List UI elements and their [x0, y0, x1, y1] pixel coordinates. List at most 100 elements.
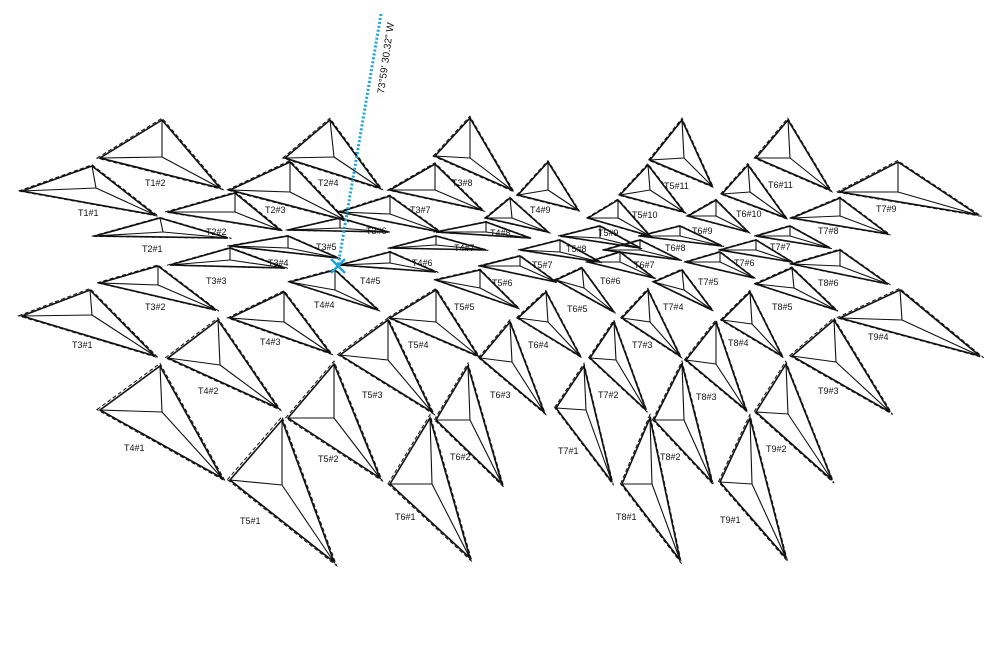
- panel-triangle: [435, 221, 531, 239]
- panel-fold-line: [901, 319, 981, 357]
- panel-triangle: [585, 251, 655, 279]
- panel-outline: [284, 360, 384, 483]
- panel-fold-line: [621, 317, 651, 323]
- panel-triangle: [388, 416, 472, 561]
- panel-t3-6: T3#6: [335, 194, 443, 236]
- panel-fold-line: [547, 189, 579, 211]
- panel-triangle: [554, 266, 615, 313]
- panel-fold-line: [755, 283, 795, 289]
- panel-label: T5#5: [454, 302, 475, 312]
- panel-triangle: [286, 362, 382, 481]
- panel-triangle: [719, 415, 787, 559]
- panel-triangle: [719, 239, 793, 263]
- panel-fold-line: [685, 359, 717, 365]
- panel-triangle: [336, 195, 441, 233]
- panel-fold-line: [511, 217, 549, 233]
- panel-triangle: [753, 267, 837, 311]
- panel-fold-line: [284, 156, 335, 159]
- panel-outline: [164, 317, 283, 412]
- panel-t5-10: T5#10: [617, 162, 687, 220]
- panel-t5-2: T5#2: [284, 360, 384, 483]
- panel-triangle: [227, 161, 348, 222]
- panel-fold-line: [681, 363, 685, 421]
- panel-fold-line: [749, 291, 753, 325]
- panel-outline: [433, 361, 505, 489]
- panel-t6-5: T6#5: [553, 266, 616, 314]
- panel-fold-line: [599, 237, 641, 249]
- panel-triangle: [388, 288, 481, 358]
- panel-label: T6#5: [567, 304, 588, 314]
- panel-triangle: [586, 198, 653, 238]
- panel-fold-line: [715, 363, 747, 411]
- panel-t6-7: T6#7: [601, 238, 683, 270]
- panel-label: T7#2: [598, 390, 619, 400]
- panel-label: T5#1: [240, 516, 261, 526]
- panel-triangle: [229, 235, 339, 259]
- panel-label: T9#4: [868, 332, 889, 342]
- panel-t7-6: T7#6: [718, 238, 795, 268]
- panel-fold-line: [169, 259, 231, 266]
- panel-t3-8: T3#8: [432, 115, 516, 193]
- panel-fold-line: [719, 261, 755, 279]
- panel-fold-line: [899, 289, 903, 321]
- panel-fold-line: [517, 317, 549, 323]
- panel-fold-line: [485, 231, 531, 239]
- panel-fold-line: [583, 365, 587, 411]
- panel-fold-line: [287, 227, 341, 231]
- panel-label: T5#9: [598, 228, 619, 238]
- panel-outline: [17, 287, 159, 359]
- panel-fold-line: [581, 267, 585, 289]
- panel-triangle: [588, 320, 647, 411]
- panel-t7-1: T7#1: [553, 362, 614, 486]
- panel-fold-line: [389, 317, 437, 323]
- panel-triangle: [434, 363, 504, 487]
- panel-outline: [96, 362, 227, 483]
- panel-fold-line: [91, 165, 97, 189]
- panel-t5-4: T5#4: [386, 287, 482, 359]
- panel-fold-line: [509, 321, 513, 363]
- bearing-label: 73°59' 30.32" W: [376, 21, 397, 94]
- panel-triangle: [791, 249, 889, 285]
- panel-label: T9#2: [766, 444, 787, 454]
- panel-t2-4: T2#4: [281, 117, 384, 191]
- panel-label: T6#10: [736, 209, 762, 219]
- panel-fold-line: [791, 263, 841, 267]
- panel-fold-line: [751, 483, 787, 559]
- panel-triangle: [96, 265, 217, 311]
- panel-label: T6#7: [634, 260, 655, 270]
- panel-label: T7#8: [818, 226, 839, 236]
- panel-triangle: [620, 288, 682, 359]
- panel-fold-line: [287, 247, 339, 259]
- panel-t9-4: T9#4: [835, 287, 985, 359]
- panel-fold-line: [469, 419, 503, 485]
- panel-fold-line: [157, 284, 217, 311]
- panel-label: T5#6: [492, 278, 513, 288]
- panel-triangle: [621, 415, 681, 561]
- panel-fold-line: [161, 411, 223, 479]
- panel-fold-line: [791, 267, 795, 289]
- panel-fold-line: [647, 164, 651, 191]
- panel-fold-line: [229, 317, 285, 323]
- panel-label: T3#4: [268, 258, 289, 268]
- panel-fold-line: [217, 319, 221, 366]
- panel-triangle: [228, 418, 336, 565]
- panel-fold-line: [431, 483, 471, 559]
- panel-triangle: [287, 269, 379, 311]
- panel-t4-5: T4#5: [337, 250, 439, 286]
- panel-fold-line: [99, 156, 163, 159]
- panel-triangle: [478, 320, 546, 415]
- panel-t4-4: T4#4: [286, 268, 381, 312]
- panel-outline: [432, 115, 516, 193]
- panel-fold-line: [21, 187, 97, 192]
- panel-fold-line: [585, 409, 613, 483]
- panel-t7-5: T7#5: [682, 250, 757, 287]
- panel-label: T2#2: [206, 227, 227, 237]
- panel-label: T2#1: [142, 244, 163, 254]
- panel-fold-line: [429, 417, 433, 485]
- panel-fold-line: [839, 265, 889, 285]
- panel-triangle: [790, 318, 891, 413]
- panel-label: T7#5: [698, 277, 719, 287]
- panel-triangle: [684, 320, 748, 413]
- panel-t5-9: T5#9: [585, 198, 654, 238]
- panel-t3-2: T3#2: [95, 264, 220, 312]
